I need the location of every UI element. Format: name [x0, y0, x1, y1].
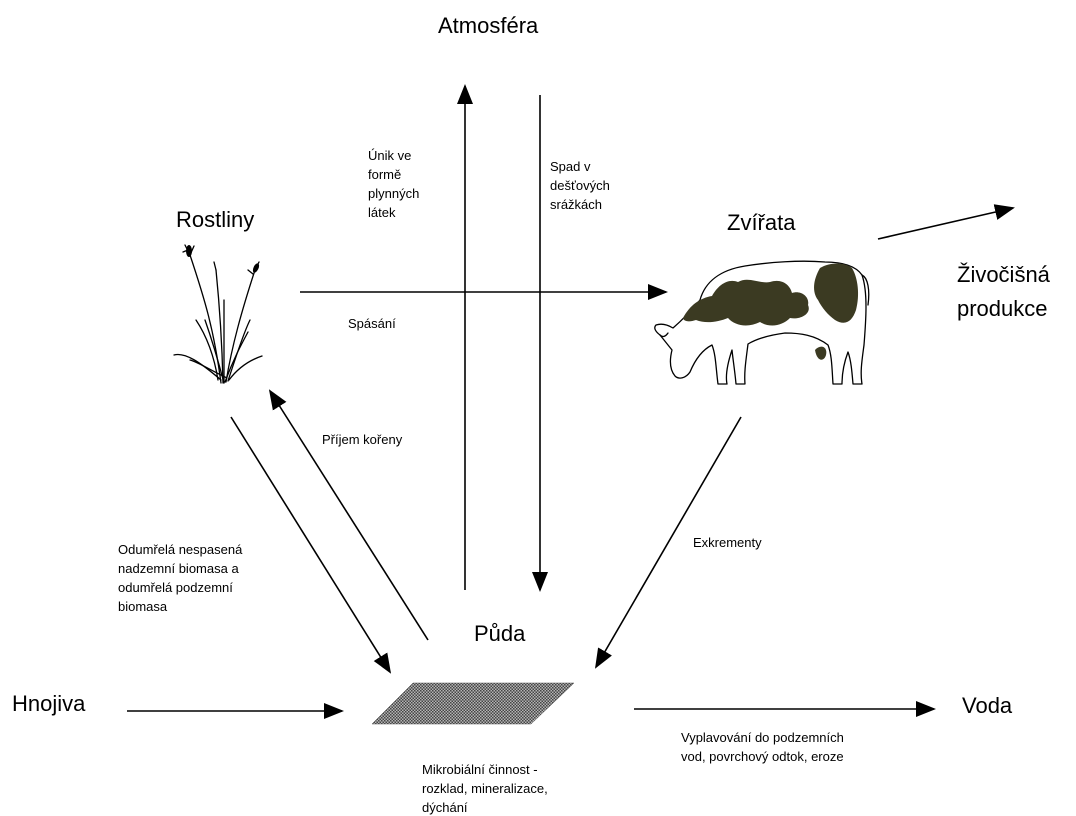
rain-deposition-line-3: srážkách — [550, 197, 603, 212]
arrow-animals-to-production — [877, 204, 1015, 240]
microbial-activity-label: Mikrobiální činnost - rozklad, mineraliz… — [422, 760, 548, 816]
rain-deposition-line-2: dešťových — [550, 178, 610, 193]
dead-biomass-line-2: nadzemní biomasa a — [118, 561, 239, 576]
leaching-line-2: vod, povrchový odtok, eroze — [681, 749, 844, 764]
leaching-line-1: Vyplavování do podzemních — [681, 730, 844, 745]
water-label: Voda — [962, 693, 1013, 718]
leaching-label: Vyplavování do podzemních vod, povrchový… — [681, 728, 844, 766]
arrow-soil-to-plants — [268, 389, 429, 641]
arrow-plants-to-soil — [230, 416, 392, 674]
soil-patch — [371, 682, 575, 725]
microbial-activity-line-1: Mikrobiální činnost - — [422, 762, 538, 777]
animal-production-line-2: produkce — [957, 296, 1048, 321]
excrements-label: Exkrementy — [693, 535, 762, 550]
root-uptake-label: Příjem kořeny — [322, 432, 403, 447]
plant-icon — [173, 244, 263, 384]
gas-escape-line-4: látek — [368, 205, 396, 220]
microbial-activity-line-2: rozklad, mineralizace, — [422, 781, 548, 796]
animals-label: Zvířata — [727, 210, 796, 235]
soil-label: Půda — [474, 621, 526, 646]
cow-icon — [654, 260, 870, 385]
microbial-activity-line-3: dýchání — [422, 800, 468, 815]
dead-biomass-line-1: Odumřelá nespasená — [118, 542, 243, 557]
animal-production-label: Živočišná produkce — [957, 258, 1050, 326]
rain-deposition-label: Spad v dešťových srážkách — [550, 157, 610, 214]
dead-biomass-label: Odumřelá nespasená nadzemní biomasa a od… — [118, 540, 242, 616]
atmosphere-label: Atmosféra — [438, 13, 539, 38]
rain-deposition-line-1: Spad v — [550, 159, 591, 174]
arrow-animals-to-soil — [594, 416, 742, 669]
dead-biomass-line-4: biomasa — [118, 599, 168, 614]
dead-biomass-line-3: odumřelá podzemní — [118, 580, 233, 595]
gas-escape-line-1: Únik ve — [368, 148, 412, 163]
gas-escape-line-3: plynných — [368, 186, 420, 201]
gas-escape-label: Únik ve formě plynných látek — [368, 146, 419, 222]
gas-escape-line-2: formě — [368, 167, 402, 182]
animal-production-line-1: Živočišná — [957, 262, 1050, 287]
fertilizers-label: Hnojiva — [12, 691, 86, 716]
grazing-label: Spásání — [348, 316, 396, 331]
plants-label: Rostliny — [176, 207, 255, 232]
